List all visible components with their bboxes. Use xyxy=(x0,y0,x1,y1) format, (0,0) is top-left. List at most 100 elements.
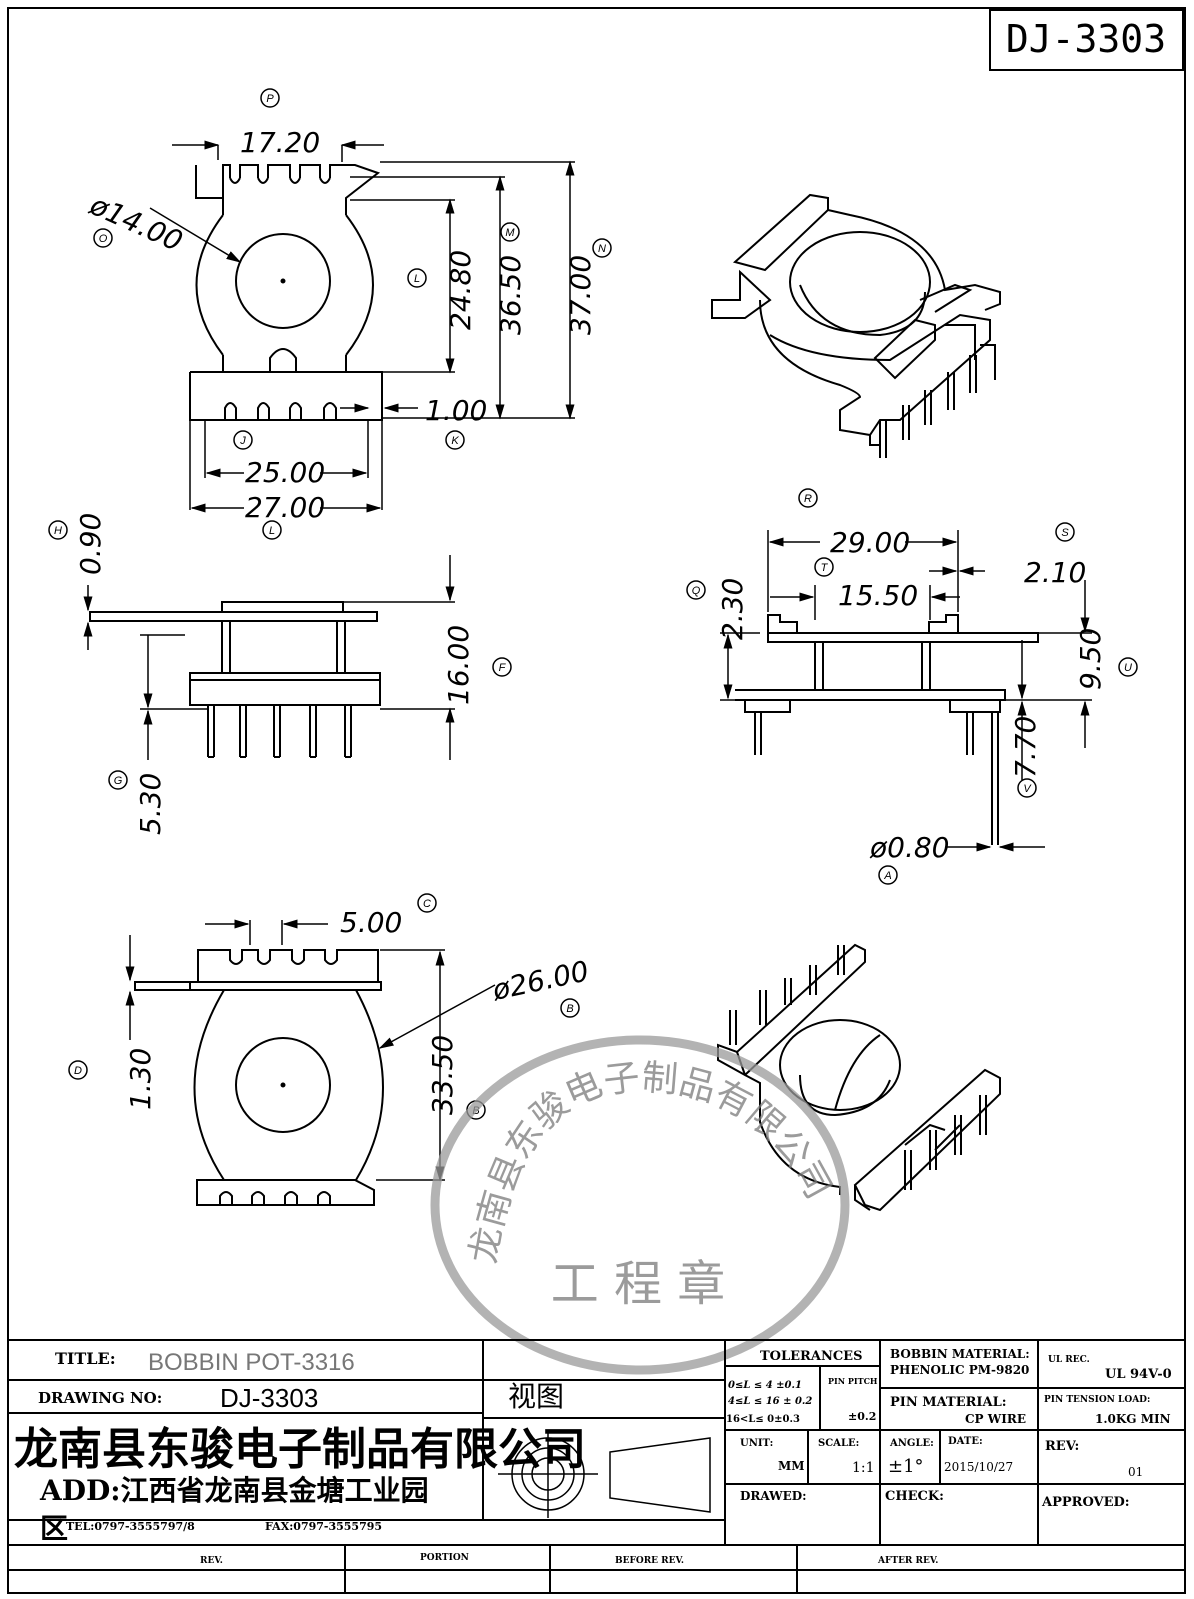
date-label: DATE: xyxy=(948,1436,983,1447)
drawing-code-box: DJ-3303 xyxy=(989,9,1184,71)
pin-pitch-label: PIN PITCH xyxy=(828,1376,878,1386)
svg-text:B: B xyxy=(566,1003,573,1015)
dim-24-80: 24.80 xyxy=(444,250,477,330)
dim-2-30: 2.30 xyxy=(716,578,749,640)
scale-label: SCALE: xyxy=(818,1438,859,1449)
svg-text:J: J xyxy=(239,435,246,447)
svg-text:Q: Q xyxy=(692,585,701,597)
drawing-code: DJ-3303 xyxy=(1006,17,1166,61)
drawing-no-label: DRAWING NO: xyxy=(38,1389,162,1407)
company-address: ADD:江西省龙南县金塘工业园 xyxy=(39,1474,429,1507)
marker-p: P xyxy=(260,88,280,108)
marker-b: B xyxy=(560,998,580,1018)
title-label: TITLE: xyxy=(55,1349,116,1368)
company-address-cont: 区 xyxy=(40,1512,68,1545)
svg-text:N: N xyxy=(598,243,606,255)
marker-q: Q xyxy=(686,580,706,600)
dim-36-50: 36.50 xyxy=(494,255,527,335)
side-view-right-dimension-labels: 29.00 15.50 2.10 2.30 9.50 7.70 ø0.80 xyxy=(716,526,1107,864)
svg-text:G: G xyxy=(114,775,123,787)
side-view-left xyxy=(89,601,381,758)
dim-5-30: 5.30 xyxy=(134,773,167,835)
portion-column-header: PORTION xyxy=(420,1553,469,1563)
marker-k: K xyxy=(445,430,465,450)
top-view-dimension-labels: 17.20 ø14.00 24.80 36.50 37.00 1.00 25.0… xyxy=(84,126,597,524)
marker-l: L xyxy=(407,268,427,288)
rev-value: 01 xyxy=(1128,1465,1143,1479)
drawing-no-value: DJ-3303 xyxy=(220,1383,318,1413)
svg-text:A: A xyxy=(883,870,891,882)
svg-text:U: U xyxy=(1124,662,1132,674)
marker-o: O xyxy=(93,228,113,248)
isometric-view-top xyxy=(711,193,1001,458)
dim-29-00: 29.00 xyxy=(830,526,910,559)
stamp-center-text: 工 程 章 xyxy=(551,1256,726,1312)
svg-text:R: R xyxy=(804,493,812,505)
top-view-dimensions xyxy=(149,140,575,513)
svg-text:D: D xyxy=(74,1065,82,1077)
side-view-left-dimension-labels: 0.90 16.00 5.30 xyxy=(74,513,475,835)
title-block-grid xyxy=(7,1339,1186,1594)
dim-25-00: 25.00 xyxy=(245,456,325,489)
after-rev-column-header: AFTER REV. xyxy=(877,1556,938,1566)
company-tel: TEL:0797-3555797/8 xyxy=(66,1520,195,1533)
title-value: BOBBIN POT-3316 xyxy=(148,1349,355,1376)
before-rev-column-header: BEFORE REV. xyxy=(615,1556,684,1566)
marker-j: J xyxy=(233,430,253,450)
bottom-view xyxy=(134,949,384,1206)
circled-markers: P O L M N J K L H F G R S T Q U V A C B … xyxy=(48,88,1138,1120)
marker-u: U xyxy=(1118,657,1138,677)
title-block-text: TITLE: BOBBIN POT-3316 DRAWING NO: DJ-33… xyxy=(14,1347,1172,1566)
dim-26-00: ø26.00 xyxy=(489,954,592,1007)
bobbin-material-value: PHENOLIC PM-9820 xyxy=(890,1363,1029,1377)
marker-r: R xyxy=(798,488,818,508)
dim-33-50: 33.50 xyxy=(426,1035,459,1115)
pin-material-label: PIN MATERIAL: xyxy=(890,1395,1007,1410)
marker-d: D xyxy=(68,1060,88,1080)
dim-15-50: 15.50 xyxy=(838,579,918,612)
angle-label: ANGLE: xyxy=(889,1438,934,1449)
svg-text:K: K xyxy=(451,435,459,447)
drawed-label: DRAWED: xyxy=(740,1489,807,1503)
company-name: 龙南县东骏电子制品有限公司 xyxy=(14,1424,586,1475)
company-fax: FAX:0797-3555795 xyxy=(265,1520,382,1533)
svg-text:L: L xyxy=(414,273,420,285)
svg-text:S: S xyxy=(1061,527,1069,539)
pin-tension-value: 1.0KG MIN xyxy=(1095,1412,1171,1426)
view-thumbnail xyxy=(498,1430,711,1518)
marker-s: S xyxy=(1055,522,1075,542)
svg-text:C: C xyxy=(423,898,431,910)
scale-value: 1:1 xyxy=(852,1460,875,1476)
dim-14-00: ø14.00 xyxy=(84,188,187,258)
dim-0-90: 0.90 xyxy=(74,513,107,575)
marker-g: G xyxy=(108,770,128,790)
marker-t: T xyxy=(814,557,834,577)
bobbin-material-label: BOBBIN MATERIAL: xyxy=(890,1347,1030,1361)
side-view-right xyxy=(735,614,1039,845)
tolerance-1: 0≤L ≤ 4 ±0.1 xyxy=(728,1380,802,1391)
dim-1-00: 1.00 xyxy=(425,394,487,427)
pin-material-value: CP WIRE xyxy=(965,1412,1026,1426)
dim-17-20: 17.20 xyxy=(240,126,320,159)
view-label: 视图 xyxy=(508,1380,564,1413)
top-view xyxy=(189,164,383,421)
date-value: 2015/10/27 xyxy=(944,1460,1013,1474)
svg-text:M: M xyxy=(505,227,515,239)
tolerance-3: 16<L≤ 0±0.3 xyxy=(726,1414,800,1425)
dim-16-00: 16.00 xyxy=(442,625,475,705)
approved-label: APPROVED: xyxy=(1041,1495,1130,1510)
side-view-right-dimensions xyxy=(720,530,1092,852)
svg-text:P: P xyxy=(266,93,274,105)
angle-value: ±1° xyxy=(888,1456,924,1477)
dim-1-30: 1.30 xyxy=(124,1048,157,1110)
marker-v: V xyxy=(1017,778,1037,798)
marker-c: C xyxy=(417,893,437,913)
dim-0-80: ø0.80 xyxy=(869,831,949,864)
marker-f: F xyxy=(492,657,512,677)
marker-a: A xyxy=(878,865,898,885)
dim-37-00: 37.00 xyxy=(564,255,597,335)
marker-h: H xyxy=(48,520,68,540)
unit-value: MM xyxy=(778,1459,805,1473)
pin-tension-label: PIN TENSION LOAD: xyxy=(1044,1395,1150,1405)
rev-label: REV: xyxy=(1045,1439,1079,1454)
